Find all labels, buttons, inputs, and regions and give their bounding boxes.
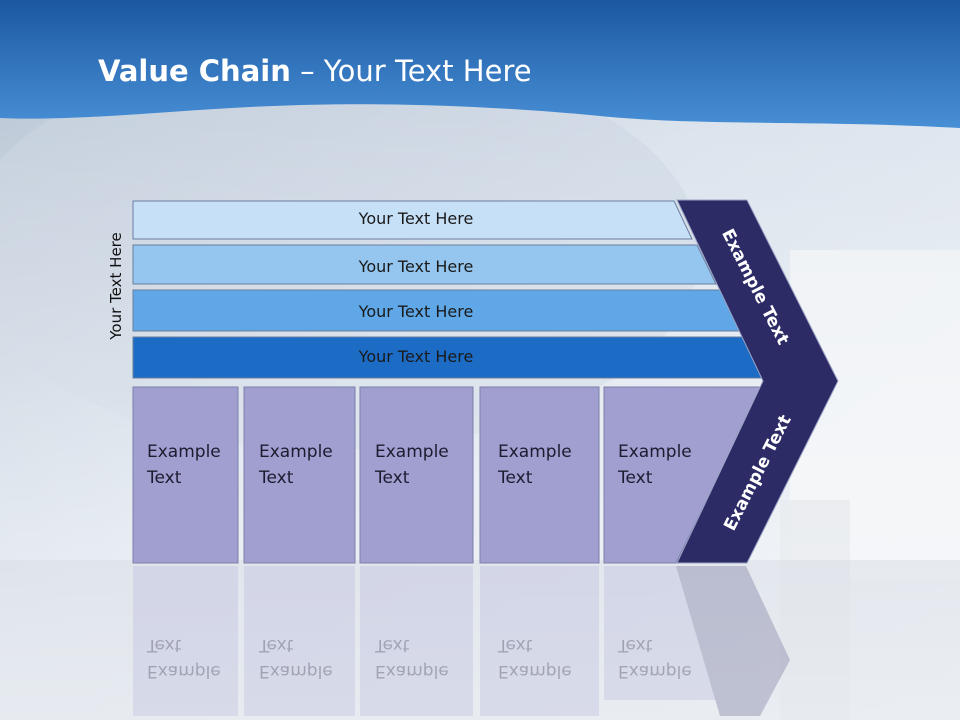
box-5-line1: Example bbox=[618, 442, 692, 462]
box-1-line1: Example bbox=[147, 442, 221, 462]
box-5-reflection-text: Example Text bbox=[618, 632, 692, 684]
box-reflection bbox=[604, 566, 740, 700]
row-1-text: Your Text Here bbox=[358, 209, 474, 228]
box-2-shape bbox=[243, 386, 356, 564]
box-4-shape bbox=[479, 386, 600, 564]
box-4-line2: Text bbox=[498, 468, 533, 488]
row-4-text: Your Text Here bbox=[358, 347, 474, 366]
box-1-reflection-line1: Example bbox=[147, 661, 221, 681]
box-1-line2: Text bbox=[147, 468, 182, 488]
box-4-reflection-text: Example Text bbox=[498, 632, 572, 684]
box-3-reflection-line2: Text bbox=[375, 635, 410, 655]
title-bold: Value Chain bbox=[98, 54, 291, 88]
box-3-reflection-line1: Example bbox=[375, 661, 449, 681]
title-rest: – Your Text Here bbox=[290, 54, 532, 88]
box-4-reflection-line1: Example bbox=[498, 661, 572, 681]
box-3-shape bbox=[359, 386, 474, 564]
box-5-reflection-line2: Text bbox=[618, 635, 653, 655]
box-1-shape bbox=[132, 386, 239, 564]
page-title: Value Chain – Your Text Here bbox=[98, 54, 532, 88]
box-4-reflection-line2: Text bbox=[498, 635, 533, 655]
box-reflection bbox=[133, 566, 238, 716]
box-5-line2: Text bbox=[618, 468, 653, 488]
box-2-reflection-line2: Text bbox=[259, 635, 294, 655]
box-3-reflection-text: Example Text bbox=[375, 632, 449, 684]
row-2-shape bbox=[132, 244, 717, 285]
box-2-reflection-text: Example Text bbox=[259, 632, 333, 684]
row-1-shape bbox=[132, 200, 693, 240]
arrow-reflection bbox=[676, 566, 790, 716]
box-3-line2: Text bbox=[375, 468, 410, 488]
box-1-reflection-text: Example Text bbox=[147, 632, 221, 684]
chevron-arrow-shape bbox=[676, 199, 839, 564]
box-1-reflection-line2: Text bbox=[147, 635, 182, 655]
box-reflection bbox=[244, 566, 355, 716]
box-reflection bbox=[480, 566, 599, 716]
box-2-line1: Example bbox=[259, 442, 333, 462]
box-2-line2: Text bbox=[259, 468, 294, 488]
box-reflection bbox=[360, 566, 473, 716]
box-5-reflection-line1: Example bbox=[618, 661, 692, 681]
box-3-line1: Example bbox=[375, 442, 449, 462]
box-5-shape bbox=[603, 386, 763, 564]
row-3-text: Your Text Here bbox=[358, 302, 474, 321]
row-2-text: Your Text Here bbox=[358, 257, 474, 276]
box-2-reflection-line1: Example bbox=[259, 661, 333, 681]
box-4-line1: Example bbox=[498, 442, 572, 462]
